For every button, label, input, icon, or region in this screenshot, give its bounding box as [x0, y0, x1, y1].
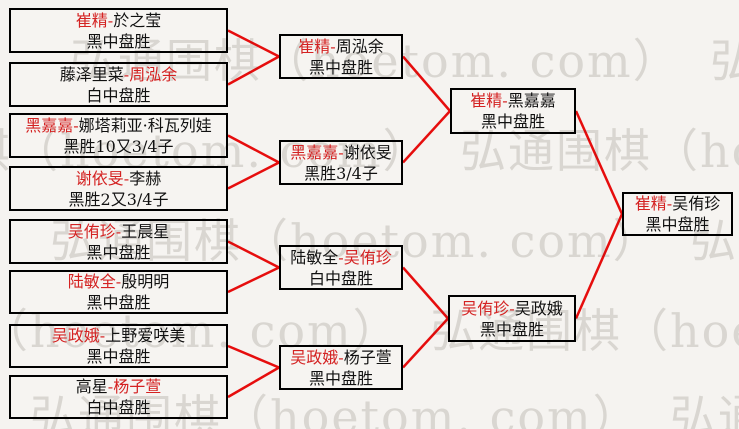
match-result: 黑中盘胜	[86, 31, 151, 51]
bracket-connector	[574, 213, 624, 320]
bracket-connector	[227, 134, 280, 164]
match-players: 吴侑珍-吴政娥	[461, 298, 562, 319]
winner-name: 黑嘉嘉-	[25, 115, 79, 135]
bracket-connector	[402, 266, 449, 320]
winner-name: 崔精-	[634, 194, 673, 213]
match-result: 白中盘胜	[86, 398, 151, 417]
bracket-connector	[402, 55, 451, 112]
bracket-connector	[227, 344, 280, 369]
match-players: 谢依旻-李赫	[76, 168, 161, 189]
match-players: 黑嘉嘉-娜塔莉亚·科瓦列娃	[25, 115, 212, 136]
match-box-f1: 崔精-吴侑珍黑中盘胜	[622, 192, 733, 236]
player-name: 於之莹	[113, 10, 162, 30]
match-players: 陆敏全-殷明明	[68, 271, 169, 292]
match-players: 崔精-吴侑珍	[635, 193, 720, 214]
winner-name: 吴政娥-	[51, 326, 106, 345]
match-players: 吴政娥-杨子萱	[290, 347, 391, 368]
bracket-connector	[227, 240, 280, 269]
bracket-connector	[227, 55, 280, 86]
watermark-unit: 弘通围棋（hoetom. com）	[670, 390, 739, 429]
match-box-r1m4: 谢依旻-李赫黑胜2又3/4子	[9, 166, 228, 211]
bracket-connector	[574, 110, 624, 215]
winner-name: 吴侑珍-	[67, 221, 122, 241]
match-players: 黑嘉嘉-谢依旻	[290, 142, 391, 163]
match-result: 黑中盘胜	[308, 368, 373, 388]
match-box-sf1: 崔精-黑嘉嘉黑中盘胜	[450, 88, 576, 134]
match-result: 黑胜2又3/4子	[68, 189, 169, 209]
player-name: 谢依旻	[343, 142, 392, 162]
bracket-connector	[227, 266, 280, 294]
player-name: 王晨星	[121, 221, 170, 241]
player-name: 陆敏全	[290, 247, 339, 267]
player-name: 周泓余	[335, 36, 384, 56]
player-name: 娜塔莉亚·科瓦列娃	[78, 115, 212, 135]
winner-name: 黑嘉嘉-	[290, 142, 344, 162]
player-name: 吴侑珍	[672, 194, 721, 213]
winner-name: 吴政娥-	[290, 347, 344, 367]
match-players: 陆敏全-吴侑珍	[290, 247, 391, 268]
bracket-connector	[402, 317, 449, 369]
bracket-connector	[402, 110, 451, 164]
winner-name: 崔精-	[298, 36, 336, 56]
winner-name: -周泓余	[123, 64, 178, 84]
winner-name: 吴侑珍-	[461, 298, 515, 318]
bracket-connector	[227, 161, 280, 190]
match-box-r1m2: 藤泽里菜-周泓余白中盘胜	[9, 62, 228, 107]
match-box-r1m7: 吴政娥-上野爱咲美黑中盘胜	[9, 324, 228, 368]
match-box-r1m6: 陆敏全-殷明明黑中盘胜	[9, 270, 228, 314]
match-players: 崔精-於之莹	[76, 10, 161, 31]
match-result: 黑中盘胜	[479, 319, 544, 339]
winner-name: -杨子萱	[107, 377, 162, 396]
match-box-sf2: 吴侑珍-吴政娥黑中盘胜	[448, 295, 576, 342]
match-players: 藤泽里菜-周泓余	[60, 64, 177, 85]
match-result: 白中盘胜	[308, 268, 373, 288]
match-box-r1m5: 吴侑珍-王晨星黑中盘胜	[9, 219, 228, 264]
match-result: 黑中盘胜	[86, 242, 151, 262]
match-result: 黑胜3/4子	[304, 163, 378, 183]
match-result: 白中盘胜	[86, 85, 151, 105]
match-players: 吴侑珍-王晨星	[68, 221, 169, 242]
winner-name: -吴侑珍	[338, 247, 392, 267]
player-name: 杨子萱	[343, 347, 392, 367]
match-players: 崔精-黑嘉嘉	[470, 90, 555, 111]
watermark-unit: 弘通围棋（hoetom. com）	[710, 34, 739, 88]
watermark-unit: 弘通围棋（hoetom. com）	[460, 124, 739, 178]
match-result: 黑胜10又3/4子	[63, 136, 174, 156]
player-name: 黑嘉嘉	[507, 91, 556, 110]
match-players: 吴政娥-上野爱咲美	[52, 325, 185, 346]
match-result: 黑中盘胜	[480, 112, 545, 131]
player-name: 吴政娥	[514, 298, 563, 318]
winner-name: 谢依旻-	[75, 168, 130, 188]
bracket-connector	[227, 29, 280, 58]
match-box-r2m4: 吴政娥-杨子萱黑中盘胜	[279, 345, 403, 390]
player-name: 上野爱咲美	[105, 326, 186, 345]
match-players: 崔精-周泓余	[298, 36, 383, 57]
match-box-r1m3: 黑嘉嘉-娜塔莉亚·科瓦列娃黑胜10又3/4子	[9, 113, 228, 158]
winner-name: 崔精-	[75, 10, 114, 30]
match-box-r2m2: 黑嘉嘉-谢依旻黑胜3/4子	[279, 140, 403, 185]
match-players: 高星-杨子萱	[76, 376, 161, 397]
player-name: 高星	[75, 377, 108, 396]
player-name: 殷明明	[121, 272, 170, 291]
match-result: 黑中盘胜	[86, 347, 151, 366]
player-name: 藤泽里菜	[59, 64, 124, 84]
match-result: 黑中盘胜	[645, 215, 710, 234]
match-box-r1m8: 高星-杨子萱白中盘胜	[9, 375, 228, 419]
bracket-connector	[227, 366, 280, 399]
match-result: 黑中盘胜	[86, 293, 151, 312]
winner-name: 崔精-	[470, 91, 508, 110]
winner-name: 陆敏全-	[67, 272, 122, 291]
match-box-r2m3: 陆敏全-吴侑珍白中盘胜	[279, 245, 403, 290]
player-name: 李赫	[129, 168, 162, 188]
match-result: 黑中盘胜	[308, 57, 373, 77]
match-box-r2m1: 崔精-周泓余黑中盘胜	[279, 34, 403, 79]
match-box-r1m1: 崔精-於之莹黑中盘胜	[9, 8, 228, 53]
